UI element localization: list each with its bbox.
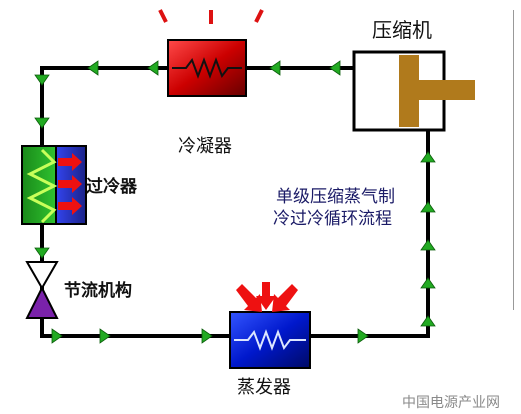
right-edge-line <box>513 10 514 310</box>
diagram-title-line2: 冷过冷循环流程 <box>273 209 392 229</box>
flow-arrow-right-3 <box>420 239 436 251</box>
pipe-right-segment <box>310 128 430 338</box>
flow-arrow-right-5 <box>420 151 436 163</box>
flow-arrow-right-2 <box>420 277 436 289</box>
compressor-label: 压缩机 <box>372 18 432 42</box>
subcooler-label: 过冷器 <box>86 177 137 197</box>
evaporator-label: 蒸发器 <box>237 377 291 398</box>
subcooler-unit <box>21 145 87 225</box>
flow-arrow-left-2 <box>34 117 50 129</box>
flow-arrow-left-3 <box>34 247 50 259</box>
flow-arrow-right-1 <box>420 315 436 327</box>
pipe-bottom-segment <box>40 222 230 338</box>
subcooler-coil-icon <box>26 148 58 224</box>
flow-arrow-right-4 <box>420 201 436 213</box>
condenser-heat-rays <box>158 9 264 24</box>
flow-arrow-top-1 <box>329 60 341 76</box>
piston-rod <box>419 80 475 100</box>
flow-arrow-left-1 <box>34 74 50 86</box>
flow-arrow-bottom-2 <box>99 328 111 344</box>
evaporator-heat-arrows <box>236 282 298 312</box>
piston-head <box>399 55 419 127</box>
flow-arrow-bottom-3 <box>201 328 213 344</box>
compressor-unit <box>352 50 475 132</box>
flow-arrow-top-3 <box>147 60 159 76</box>
flow-arrow-bottom-1 <box>51 328 63 344</box>
condenser-unit <box>167 39 247 97</box>
watermark-text: 中国电源产业网 <box>402 395 500 411</box>
flow-arrow-bottom-4 <box>357 328 369 344</box>
throttle-label: 节流机构 <box>64 281 132 301</box>
condenser-coil-icon <box>172 57 242 79</box>
evaporator-unit <box>229 311 311 369</box>
throttle-valve-icon <box>25 261 59 319</box>
diagram-title-line1: 单级压缩蒸气制 <box>276 187 395 207</box>
evaporator-coil-icon <box>234 329 306 351</box>
subcooler-heat-arrows <box>58 153 82 215</box>
flow-arrow-top-2 <box>269 60 281 76</box>
condenser-label: 冷凝器 <box>178 136 232 157</box>
flow-arrow-top-4 <box>87 60 99 76</box>
flow-arrows <box>34 60 436 344</box>
